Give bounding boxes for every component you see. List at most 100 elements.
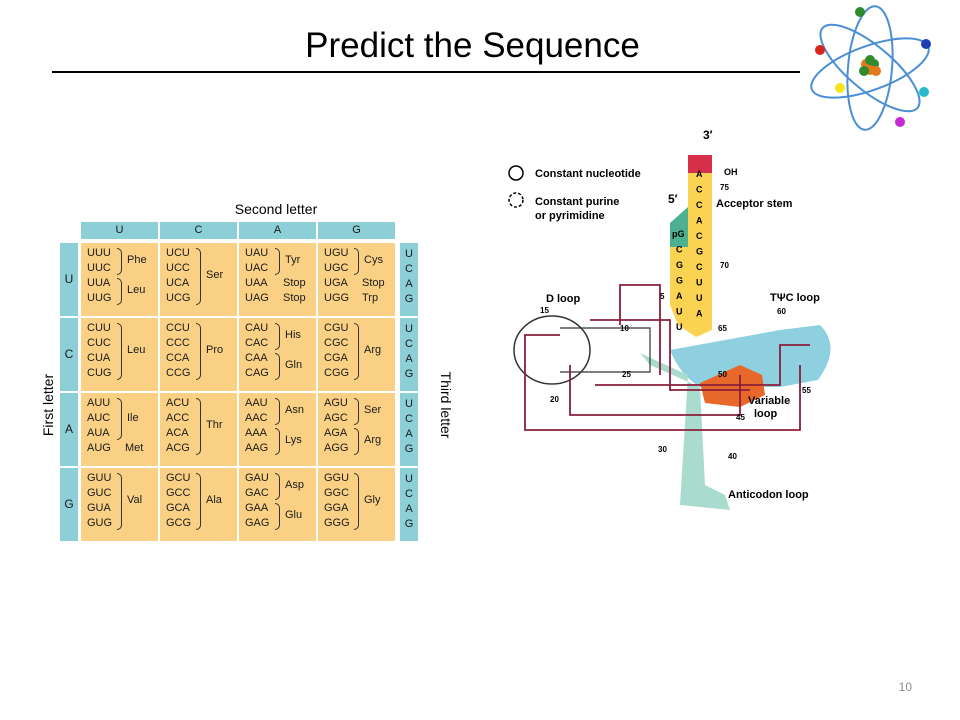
electron-dot (835, 83, 845, 93)
third-letter: A (405, 278, 413, 290)
codon: UUA (87, 277, 111, 289)
first-letter-header: G (60, 468, 78, 541)
tpsic-arm-region (670, 325, 831, 387)
position-number: 40 (728, 452, 737, 461)
amino-acid-label: Ser (364, 404, 382, 416)
codon: AAG (245, 442, 269, 454)
codon-brace (354, 248, 359, 275)
acceptor-5-base: C (676, 245, 683, 255)
amino-acid-label: Leu (127, 344, 146, 356)
first-letter-header: U (60, 243, 78, 316)
amino-acid-label: Lys (285, 434, 302, 446)
codon: AGA (324, 427, 348, 439)
codon-brace (354, 398, 359, 425)
third-letter: C (405, 338, 413, 350)
codon: GUC (87, 487, 112, 499)
amino-acid-label: Arg (364, 344, 382, 356)
legend-constant-purine-line1: Constant purine (535, 196, 619, 208)
codon-brace (275, 473, 280, 500)
slide-title: Predict the Sequence (305, 26, 640, 65)
codon: UGU (324, 247, 349, 259)
acceptor-5-base: U (676, 322, 683, 332)
amino-acid-label: Asn (285, 404, 304, 416)
codon: GCU (166, 472, 191, 484)
position-number: 55 (802, 386, 811, 395)
codon: AGU (324, 397, 348, 409)
codon: GGG (324, 517, 350, 529)
acceptor-3-base: C (696, 200, 703, 210)
first-letter-header: C (60, 318, 78, 391)
codon: AUU (87, 397, 111, 409)
position-number: 15 (540, 306, 549, 315)
page-number: 10 (898, 680, 912, 694)
codon: CGC (324, 337, 349, 349)
acceptor-5-base: A (676, 291, 683, 301)
codon: CUC (87, 337, 111, 349)
genetic-code-table: Second letter First letter Third letter … (36, 195, 454, 547)
position-number: 60 (777, 307, 786, 316)
acceptor-3-base: C (696, 185, 703, 195)
codon: UCA (166, 277, 190, 289)
codon: UCU (166, 247, 190, 259)
acceptor-5-base: pG (672, 229, 685, 239)
codon-brace (354, 473, 359, 530)
codon: CUU (87, 322, 111, 334)
codon: AAA (245, 427, 268, 439)
amino-acid-label: Stop (283, 291, 306, 304)
codon: CUG (87, 367, 112, 379)
codon: AGC (324, 412, 348, 424)
codon: ACC (166, 412, 190, 424)
position-number: 30 (658, 445, 667, 454)
codon: UGA (324, 277, 348, 289)
codon: CAG (245, 367, 269, 379)
amino-acid-label: Stop (283, 276, 306, 289)
amino-acid-label: Trp (362, 291, 379, 304)
second-letter-header: U (81, 222, 158, 239)
codon-brace (275, 353, 280, 380)
codon: CCU (166, 322, 190, 334)
codon: GAG (245, 517, 270, 529)
position-number: 5 (660, 292, 665, 301)
codon-brace (117, 248, 122, 275)
codon-brace (117, 473, 122, 530)
amino-acid-label: Pro (206, 344, 224, 356)
position-number: 25 (622, 370, 631, 379)
constant-nucleotide-symbol (508, 165, 524, 181)
amino-acid-label: Thr (206, 419, 223, 431)
acceptor-3-base: A (696, 216, 703, 226)
codon-brace (117, 278, 122, 305)
codon: UAG (245, 292, 269, 304)
codon-brace (275, 503, 280, 530)
electron-dot (919, 87, 929, 97)
first-letter-header: A (60, 393, 78, 466)
amino-acid-label: Cys (364, 254, 383, 266)
second-letter-label: Second letter (234, 201, 318, 217)
codon-brace (117, 398, 122, 440)
amino-acid-label: Asp (285, 479, 304, 491)
acceptor-3-base: C (696, 231, 703, 241)
codon: CAA (245, 352, 268, 364)
codon: GCA (166, 502, 190, 514)
codon: ACU (166, 397, 190, 409)
amino-acid-label: Met (125, 441, 144, 454)
electron-dot (921, 39, 931, 49)
codon: AUA (87, 427, 110, 439)
